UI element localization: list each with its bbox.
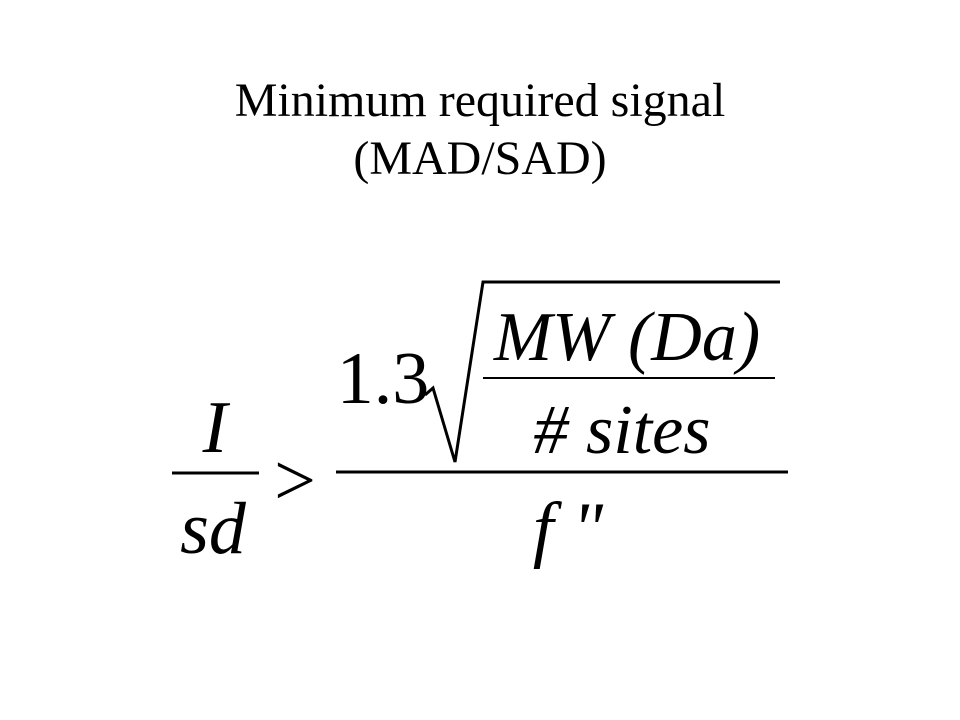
coefficient: 1.3 bbox=[337, 338, 430, 420]
rhs-denominator: f " bbox=[533, 488, 604, 570]
slide-title: Minimum required signal (MAD/SAD) bbox=[0, 72, 960, 188]
lhs-denominator: sd bbox=[180, 488, 247, 570]
greater-than-operator: > bbox=[274, 440, 316, 522]
title-line-1: Minimum required signal bbox=[234, 74, 726, 127]
radicand-numerator: MW (Da) bbox=[493, 299, 760, 376]
radical-sign-icon bbox=[424, 280, 780, 463]
radicand-denominator: # sites bbox=[534, 392, 711, 469]
lhs-numerator: I bbox=[202, 387, 231, 469]
title-line-2: (MAD/SAD) bbox=[353, 132, 607, 185]
